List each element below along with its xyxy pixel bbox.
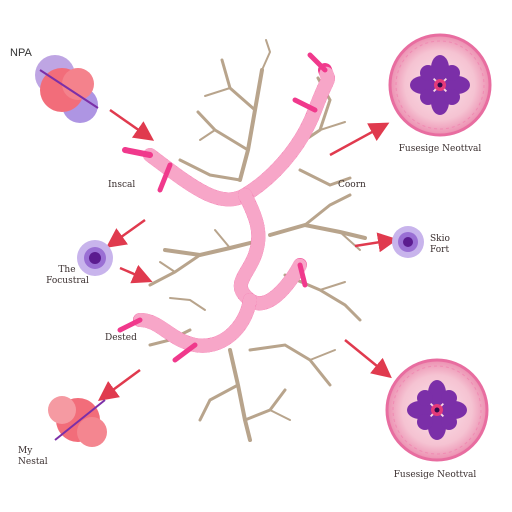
label-my: My [18, 446, 33, 456]
arrow-icon [344, 339, 392, 379]
round-cell-icon [77, 240, 113, 276]
round-cell-icon [392, 226, 424, 258]
label-focustral: Focustral [46, 276, 89, 286]
tissue-disc-icon [388, 33, 492, 137]
label-fort: Fort [430, 245, 450, 255]
arrows [97, 108, 398, 401]
cell-cluster-icon [35, 55, 99, 123]
tissue-disc-icon [385, 358, 489, 462]
axon-tube [117, 52, 335, 363]
caption-bottom-right: Fusesige Neottval [393, 470, 477, 480]
label-the: The [58, 265, 76, 275]
label-skio: Skio [430, 234, 450, 244]
arrow-icon [329, 122, 390, 157]
label-dested: Dested [105, 333, 137, 343]
caption-top-right: Fusesige Neottval [398, 144, 482, 154]
arrow-icon [354, 232, 398, 253]
cell-cluster-icon [48, 396, 107, 447]
label-inscal: Inscal [108, 180, 136, 190]
arrow-icon [109, 108, 155, 141]
arrow-icon [97, 368, 141, 401]
label-npa: NPA [10, 47, 32, 59]
label-coorn: Coorn [338, 180, 366, 190]
arrow-icon [105, 218, 146, 248]
arrow-icon [119, 264, 153, 284]
label-nestal: Nestal [18, 457, 48, 467]
dendrite-branches [148, 39, 367, 442]
